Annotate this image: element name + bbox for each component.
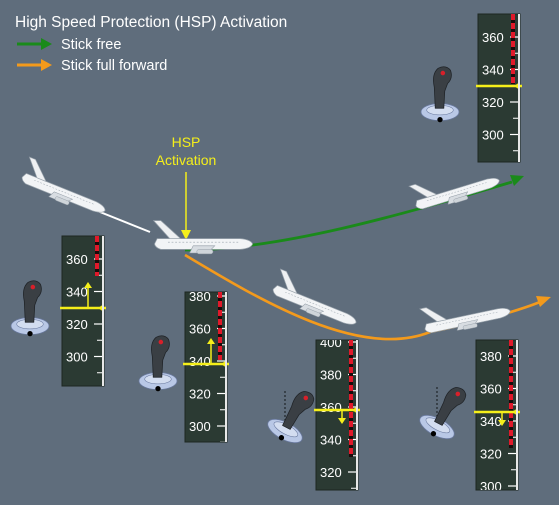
speed-tick-label: 300 [66, 350, 88, 365]
speed-tick-label: 340 [66, 285, 88, 300]
speed-tick-label: 300 [189, 419, 211, 434]
sidestick-icon [10, 280, 50, 337]
airplane-icon [17, 156, 114, 220]
speed-tick-label: 320 [66, 317, 88, 332]
speed-tick-label: 360 [480, 382, 502, 397]
speed-tick-label: 380 [320, 368, 342, 383]
legend-label-stick-full-forward: Stick full forward [61, 58, 167, 74]
hsp-annotation-line1: HSP [172, 134, 201, 150]
trajectory-stick-full-forward [184, 253, 541, 341]
speed-tick-label: 360 [482, 30, 504, 45]
sidestick-full-forward-icon [262, 381, 324, 450]
speed-tape: 380 360 340 320 300 [474, 339, 520, 494]
speed-tick-label: 320 [480, 447, 502, 462]
speed-tick-label: 400 [320, 335, 342, 350]
speed-tape-edge [225, 292, 227, 442]
speed-tape: 360 340 320 300 [60, 235, 106, 387]
speed-tick-label: 300 [480, 479, 502, 494]
speed-trend-arrowhead-icon [84, 282, 92, 288]
speed-trend-arrowhead-icon [207, 338, 215, 344]
speed-tick-label: 360 [66, 252, 88, 267]
speed-tick-label: 320 [189, 387, 211, 402]
speed-tick-label: 340 [482, 63, 504, 78]
legend-label-stick-free: Stick free [61, 37, 121, 53]
diagram-title: High Speed Protection (HSP) Activation [15, 14, 287, 31]
speed-tick-label: 320 [320, 465, 342, 480]
speed-tick-label: 380 [189, 289, 211, 304]
sidestick-full-forward-icon [414, 377, 476, 446]
speed-tape-edge [356, 340, 358, 490]
legend-arrow-orange-icon [41, 59, 52, 71]
sidestick-icon [420, 66, 460, 123]
speed-tick-label: 300 [482, 128, 504, 143]
speed-trend-arrowhead-icon [338, 418, 346, 424]
airplane-icon [408, 160, 503, 215]
speed-tick-label: 340 [480, 414, 502, 429]
speed-tape-edge [518, 14, 520, 162]
hsp-pointer-arrow [181, 172, 191, 240]
speed-tape: 360 340 320 300 [476, 13, 522, 163]
legend-stick-full-forward: Stick full forward [17, 58, 167, 74]
speed-tick-label: 380 [480, 349, 502, 364]
speed-tape-edge [516, 340, 518, 490]
airplane-icon [268, 268, 365, 332]
speed-tick-label: 340 [320, 433, 342, 448]
hsp-annotation-line2: Activation [156, 152, 217, 168]
speed-tick-label: 360 [320, 400, 342, 415]
sidestick-icon [138, 335, 178, 392]
airplane-icon [153, 220, 253, 255]
arrowhead-stick-full-forward-icon [536, 296, 551, 307]
speed-tape-edge [102, 236, 104, 386]
speed-tape: 400 380 360 340 320 [314, 335, 360, 491]
speed-tape: 380 360 340 320 300 [183, 289, 229, 443]
speed-tick-label: 360 [189, 322, 211, 337]
speed-trend-arrowhead-icon [498, 420, 506, 426]
airplane-icon [419, 290, 513, 339]
legend-stick-free: Stick free [17, 37, 121, 53]
speed-tick-label: 320 [482, 95, 504, 110]
legend-arrow-green-icon [41, 38, 52, 50]
arrowhead-stick-free-icon [510, 175, 524, 186]
speed-tick-label: 340 [189, 354, 211, 369]
